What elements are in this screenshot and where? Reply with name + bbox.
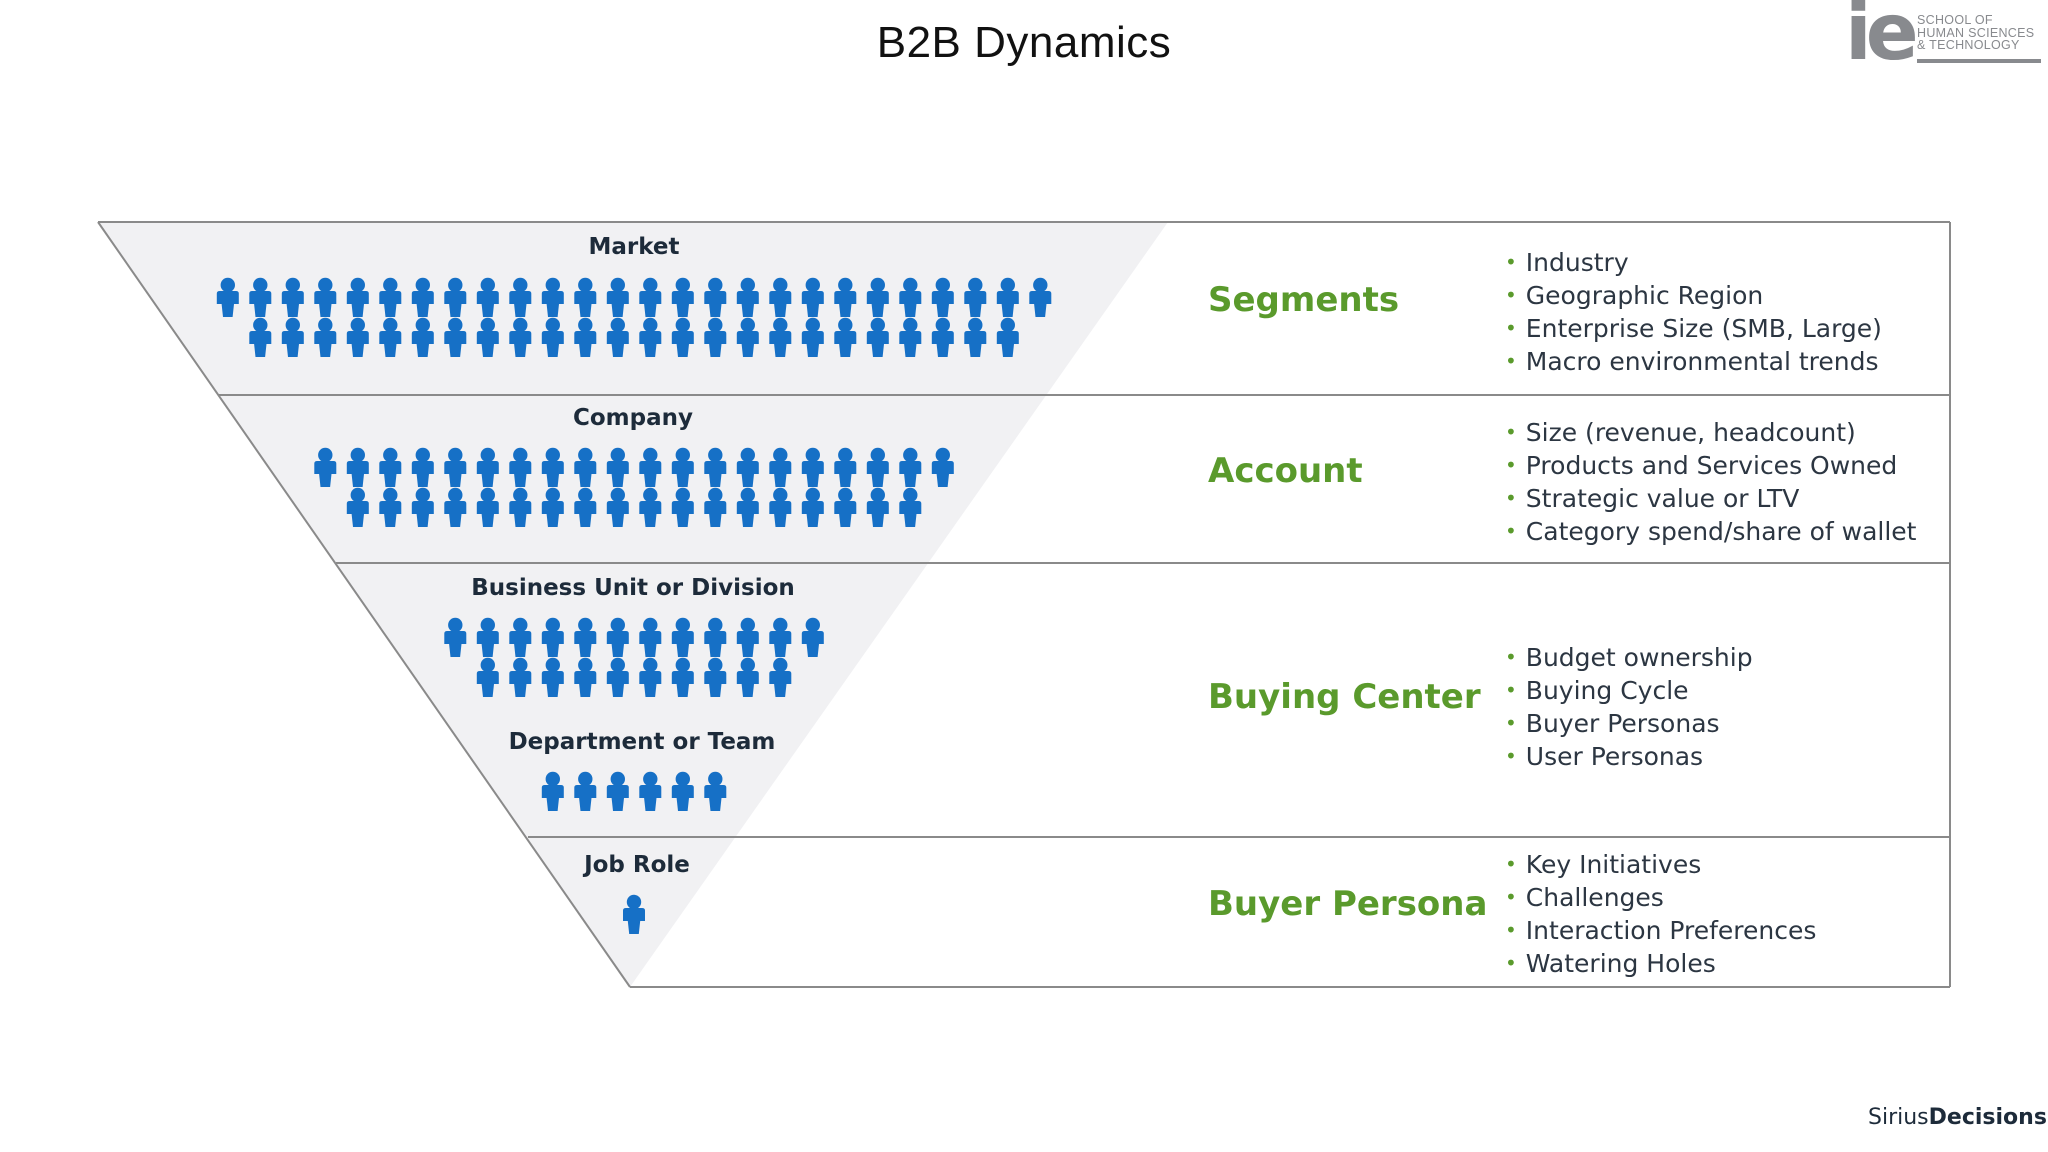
stage-buying-center: Buying Center — [1208, 677, 1481, 717]
bullet-text: Industry — [1525, 248, 1629, 277]
bullet-item: • Size (revenue, headcount) — [1505, 417, 1916, 450]
bullet-text: Watering Holes — [1525, 949, 1716, 978]
bullet-text: Geographic Region — [1525, 281, 1764, 310]
bullet-item: • Strategic value or LTV — [1505, 483, 1916, 516]
bullet-item: • Macro environmental trends — [1505, 346, 1882, 379]
segments-bullets: • Industry • Geographic Region • Enterprise… — [1505, 247, 1882, 379]
level-label-department: Department or Team — [508, 729, 776, 755]
bullet-item: • Interaction Preferences — [1505, 915, 1816, 948]
bullet-text: Key Initiatives — [1525, 850, 1702, 879]
bullet-item: • Category spend/share of wallet — [1505, 516, 1916, 549]
bullet-item: • Enterprise Size (SMB, Large) — [1505, 313, 1882, 346]
ie-logo-caption: SCHOOL OF HUMAN SCIENCES & TECHNOLOGY — [1917, 14, 2041, 52]
bullet-item: • Industry — [1505, 247, 1882, 280]
bullet-text: Interaction Preferences — [1525, 916, 1817, 945]
bullet-item: • Key Initiatives — [1505, 849, 1816, 882]
account-bullets: • Size (revenue, headcount) • Products and… — [1505, 417, 1916, 549]
bullet-text: Buying Cycle — [1525, 676, 1689, 705]
bullet-text: Macro environmental trends — [1525, 347, 1879, 376]
level-label-market: Market — [588, 234, 680, 260]
bullet-dot: • — [1505, 283, 1517, 307]
sirius-logo-text: Sirius — [1868, 1104, 1929, 1130]
bullet-dot: • — [1505, 852, 1517, 876]
bullet-text: Budget ownership — [1525, 643, 1753, 672]
bullet-dot: • — [1505, 316, 1517, 340]
bullet-text: Products and Services Owned — [1525, 451, 1898, 480]
slide-title: B2B Dynamics — [876, 18, 1172, 67]
buying-center-bullets: • Budget ownership • Buying Cycle • Buyer P… — [1505, 642, 1753, 774]
bullet-text: Category spend/share of wallet — [1525, 517, 1917, 546]
stage-segments: Segments — [1208, 280, 1400, 320]
bullet-text: Challenges — [1525, 883, 1664, 912]
bullet-text: Buyer Personas — [1525, 709, 1720, 738]
bullet-dot: • — [1505, 486, 1517, 510]
ie-caption-line: & TECHNOLOGY — [1917, 38, 2020, 52]
ie-caption-line: HUMAN SCIENCES — [1917, 25, 2035, 40]
bullet-dot: • — [1505, 420, 1517, 444]
ie-logo-rule — [1917, 59, 2041, 63]
bullet-item: • Buying Cycle — [1505, 675, 1753, 708]
bullet-text: Enterprise Size (SMB, Large) — [1525, 314, 1882, 343]
bullet-dot: • — [1505, 678, 1517, 702]
bullet-item: • Geographic Region — [1505, 280, 1882, 313]
bullet-dot: • — [1505, 349, 1517, 373]
stage-account: Account — [1208, 451, 1363, 491]
funnel-left-edge — [97, 221, 631, 988]
level-label-job-role: Job Role — [584, 852, 690, 878]
bullet-dot: • — [1505, 453, 1517, 477]
bullet-dot: • — [1505, 951, 1517, 975]
bullet-item: • Buyer Personas — [1505, 708, 1753, 741]
bullet-text: Strategic value or LTV — [1525, 484, 1800, 513]
bullet-text: User Personas — [1525, 742, 1704, 771]
bullet-text: Size (revenue, headcount) — [1525, 418, 1856, 447]
level-label-business-unit: Business Unit or Division — [471, 575, 795, 601]
bullet-item: • Products and Services Owned — [1505, 450, 1916, 483]
bullet-dot: • — [1505, 885, 1517, 909]
bullet-dot: • — [1505, 250, 1517, 274]
level-label-company: Company — [573, 405, 693, 431]
bullet-dot: • — [1505, 519, 1517, 543]
ie-caption-line: SCHOOL OF — [1917, 13, 1993, 27]
bullet-dot: • — [1505, 918, 1517, 942]
ie-school-logo: ie SCHOOL OF HUMAN SCIENCES & TECHNOLOGY — [1845, 0, 2045, 78]
ie-logo-mark: ie — [1845, 0, 1919, 78]
funnel-shape — [98, 222, 1168, 987]
bullet-dot: • — [1505, 744, 1517, 768]
bullet-item: • Watering Holes — [1505, 948, 1816, 981]
sirius-logo-text-bold: Decisions — [1928, 1104, 2047, 1130]
bullet-item: • Budget ownership — [1505, 642, 1753, 675]
stage-buyer-persona: Buyer Persona — [1208, 884, 1488, 924]
buyer-persona-bullets: • Key Initiatives • Challenges • Interactio… — [1505, 849, 1816, 981]
bullet-dot: • — [1505, 711, 1517, 735]
bullet-item: • User Personas — [1505, 741, 1753, 774]
bullet-dot: • — [1505, 645, 1517, 669]
bullet-item: • Challenges — [1505, 882, 1816, 915]
